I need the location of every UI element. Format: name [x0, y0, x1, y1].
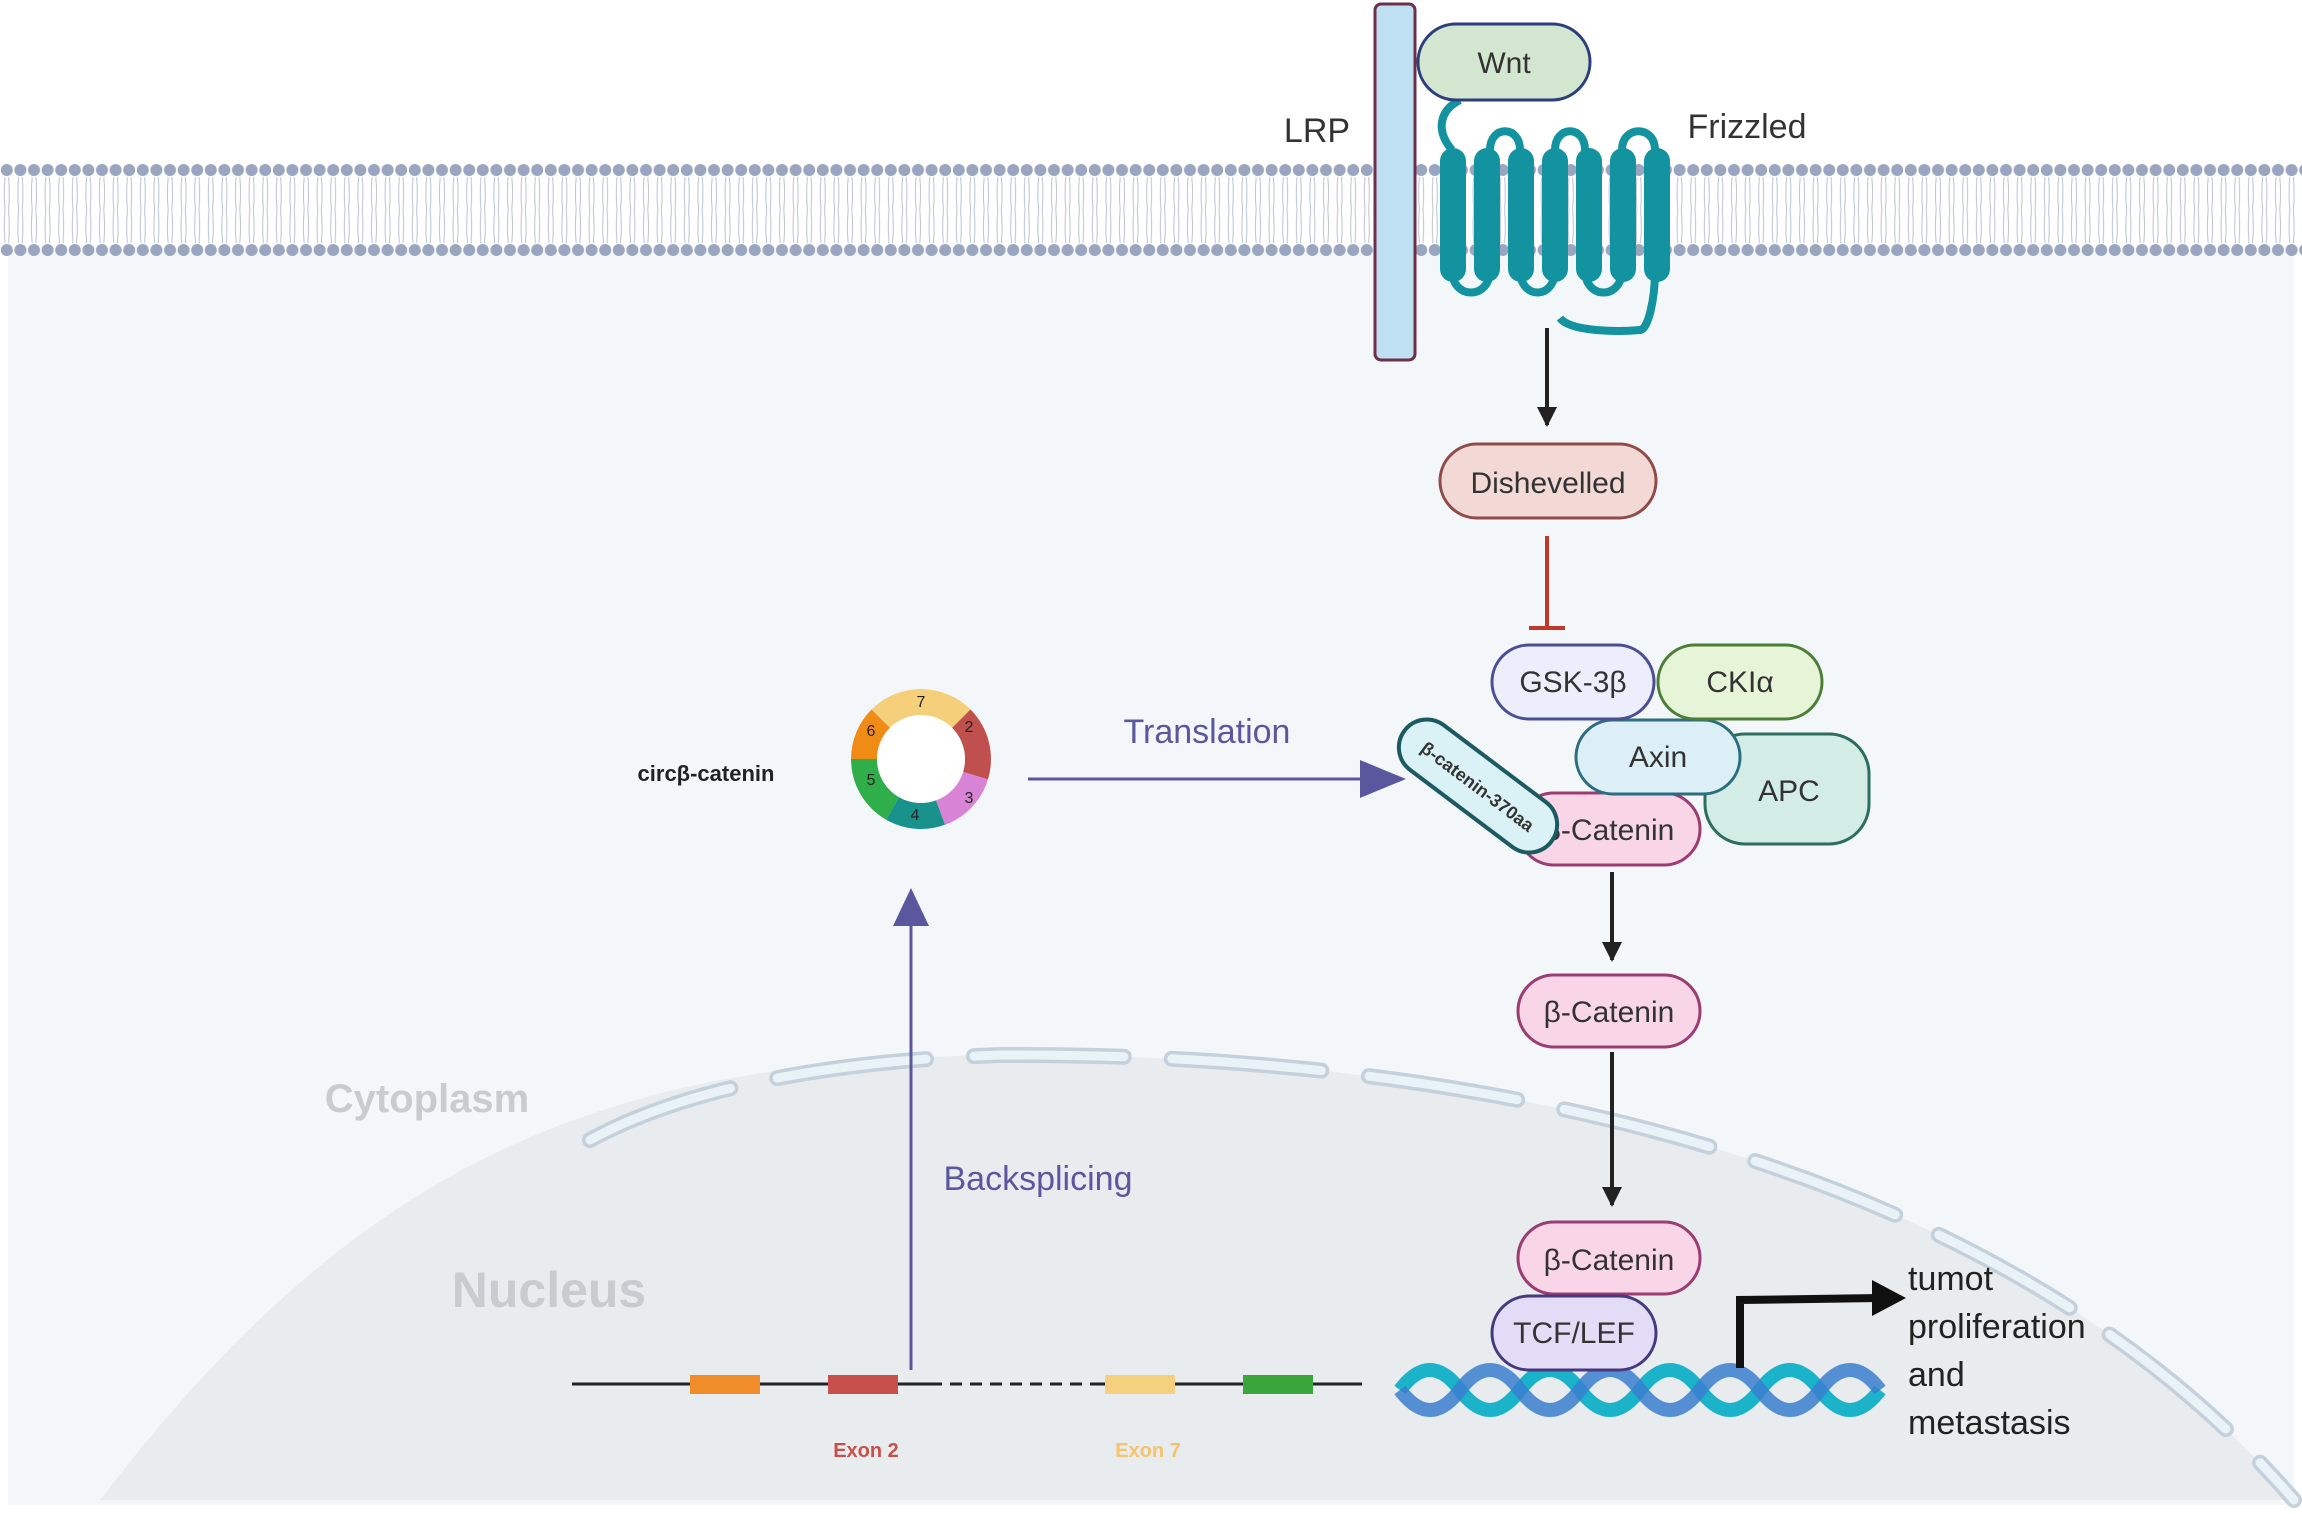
circ-segment-label: 5 — [867, 772, 876, 789]
wnt-ligand — [1416, 22, 1592, 102]
ck1a-node — [1656, 643, 1824, 721]
nucleus-label: Nucleus — [452, 1262, 647, 1318]
beta-catenin-complex-label: β-Catenin — [1544, 814, 1675, 847]
dishevelled-node — [1438, 442, 1658, 520]
outcome-line: and — [1908, 1356, 1965, 1394]
outcome-line: proliferation — [1908, 1308, 2086, 1346]
nuclear-envelope-inner — [585, 1050, 2299, 1505]
exon-2-block — [828, 1375, 898, 1394]
circ-segment-label: 2 — [965, 719, 974, 736]
beta-catenin-free-node — [1516, 973, 1702, 1049]
backsplicing-arrowhead — [893, 888, 929, 926]
circ-segment-label: 3 — [965, 790, 974, 807]
gene-locus — [572, 1375, 1362, 1394]
circ-rna-label: circβ-catenin — [638, 761, 775, 786]
axin-label: Axin — [1629, 741, 1687, 774]
lrp-coreceptor — [1373, 2, 1417, 362]
exon-green — [1243, 1375, 1313, 1394]
outcome-line: metastasis — [1908, 1404, 2071, 1442]
tcf-lef-label: TCF/LEF — [1513, 1317, 1635, 1350]
inhibition-dishevelled-to-gsk3b — [1529, 536, 1565, 630]
translation-arrowhead — [1360, 760, 1406, 798]
membrane-inner-leaflet — [0, 243, 2302, 257]
outcome-line: tumot — [1908, 1260, 1994, 1298]
circ-rna-ring: 7 2 3 4 5 6 — [851, 688, 991, 830]
apc-label: APC — [1758, 775, 1820, 808]
ck1a-label: CKIα — [1706, 666, 1773, 699]
exon-7-label: Exon 7 — [1115, 1440, 1181, 1462]
beta-catenin-free-label: β-Catenin — [1544, 996, 1675, 1029]
circ-segment-label: 4 — [911, 807, 920, 824]
transcription-arrowhead — [1872, 1280, 1906, 1316]
beta-catenin-nuclear-node — [1516, 1220, 1702, 1296]
outcome-text: tumot proliferation and metastasis — [1908, 1260, 2095, 1442]
dishevelled-label: Dishevelled — [1470, 467, 1625, 500]
exon-orange — [690, 1375, 760, 1394]
frizzled-receptor — [1437, 96, 1670, 335]
exon-2-label: Exon 2 — [833, 1440, 899, 1462]
membrane-outer-leaflet — [0, 163, 2302, 177]
tcf-lef-node — [1490, 1294, 1658, 1372]
nucleus-region — [100, 1054, 2294, 1500]
circ-segment-label: 7 — [917, 694, 926, 711]
frizzled-label: Frizzled — [1687, 108, 1806, 146]
wnt-label: Wnt — [1477, 47, 1531, 80]
membrane-tails — [0, 177, 2302, 243]
backsplicing-label: Backsplicing — [944, 1160, 1133, 1198]
dna-helix — [1394, 1363, 1886, 1417]
gsk3b-label: GSK-3β — [1519, 666, 1626, 699]
translation-label: Translation — [1124, 713, 1291, 751]
gsk3b-node — [1490, 643, 1656, 721]
transcription-start-arrow — [1736, 1294, 1881, 1368]
lrp-label: LRP — [1284, 112, 1350, 150]
axin-node — [1574, 718, 1742, 796]
circ-segment-label: 6 — [867, 723, 876, 740]
beta-catenin-nuclear-label: β-Catenin — [1544, 1244, 1675, 1277]
cytoplasm-label: Cytoplasm — [325, 1077, 530, 1121]
exon-7-block — [1105, 1375, 1175, 1394]
